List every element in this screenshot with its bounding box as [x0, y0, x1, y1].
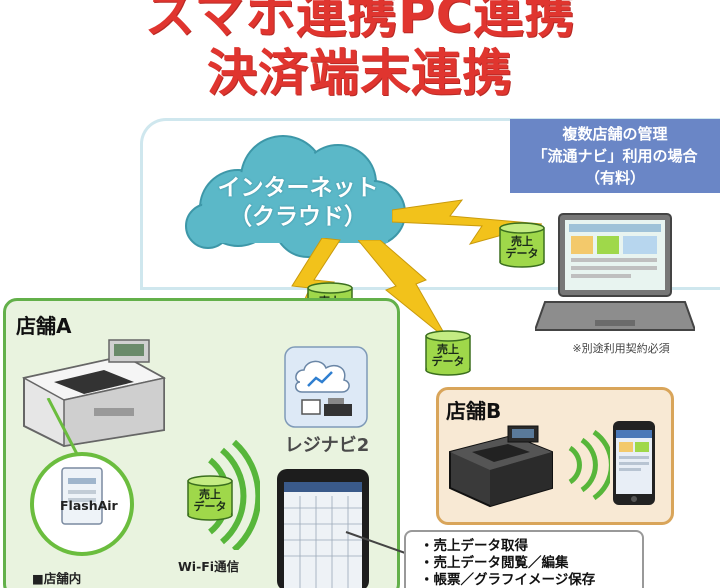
sales-data-label: 売上データ — [193, 488, 227, 513]
cash-register-icon — [21, 339, 167, 448]
feature-item: ・売上データ閲覧／編集 — [420, 555, 569, 571]
title-line-1: スマホ連携PC連携 — [144, 0, 576, 44]
laptop-icon — [535, 213, 695, 331]
store-b-label: 店舗B — [446, 399, 502, 423]
sales-data-label: 売上データ — [431, 343, 465, 368]
lightning-bolt-icon — [358, 240, 448, 340]
feature-item: ・売上データ取得 — [420, 538, 528, 554]
tablet-icon — [277, 469, 369, 588]
cloud-label-line-1: インターネット — [217, 175, 379, 201]
multi-store-line-2: 「流通ナビ」利用の場合 — [532, 147, 698, 165]
sales-data-can-icon — [187, 475, 233, 521]
wifi-label: Wi-Fi通信 — [178, 559, 240, 574]
cloud-icon — [185, 135, 406, 258]
sales-data-can-icon — [499, 222, 545, 268]
flashair-label: FlashAir — [60, 498, 118, 513]
laptop-note: ※別途利用契約必須 — [572, 342, 670, 355]
title-line-2: 決済端末連携 — [207, 44, 513, 102]
feature-list: ・売上データ取得 ・売上データ閲覧／編集 ・帳票／グラフイメージ保存 — [404, 530, 644, 588]
multi-store-line-3: （有料） — [584, 169, 645, 187]
multi-store-box: 複数店舗の管理 「流通ナビ」利用の場合 （有料） — [510, 119, 720, 193]
smartphone-icon — [613, 421, 655, 505]
reginavi-label: レジナビ2 — [284, 435, 370, 456]
sales-data-label: 売上データ — [505, 235, 539, 260]
reginavi-app-icon — [284, 346, 368, 428]
sales-data-can-icon — [425, 330, 471, 376]
store-a-bottom-label: ■店舗内 — [32, 571, 82, 586]
flashair-callout — [30, 398, 134, 556]
cloud-label-line-2: （クラウド） — [229, 204, 367, 230]
callout-pointer — [345, 531, 409, 555]
cash-register-icon — [449, 425, 553, 508]
network-frame — [140, 118, 720, 290]
wifi-waves-icon — [568, 430, 610, 500]
store-a-label: 店舗A — [16, 314, 72, 338]
multi-store-line-1: 複数店舗の管理 — [562, 125, 668, 143]
feature-item: ・帳票／グラフイメージ保存 — [420, 572, 596, 588]
